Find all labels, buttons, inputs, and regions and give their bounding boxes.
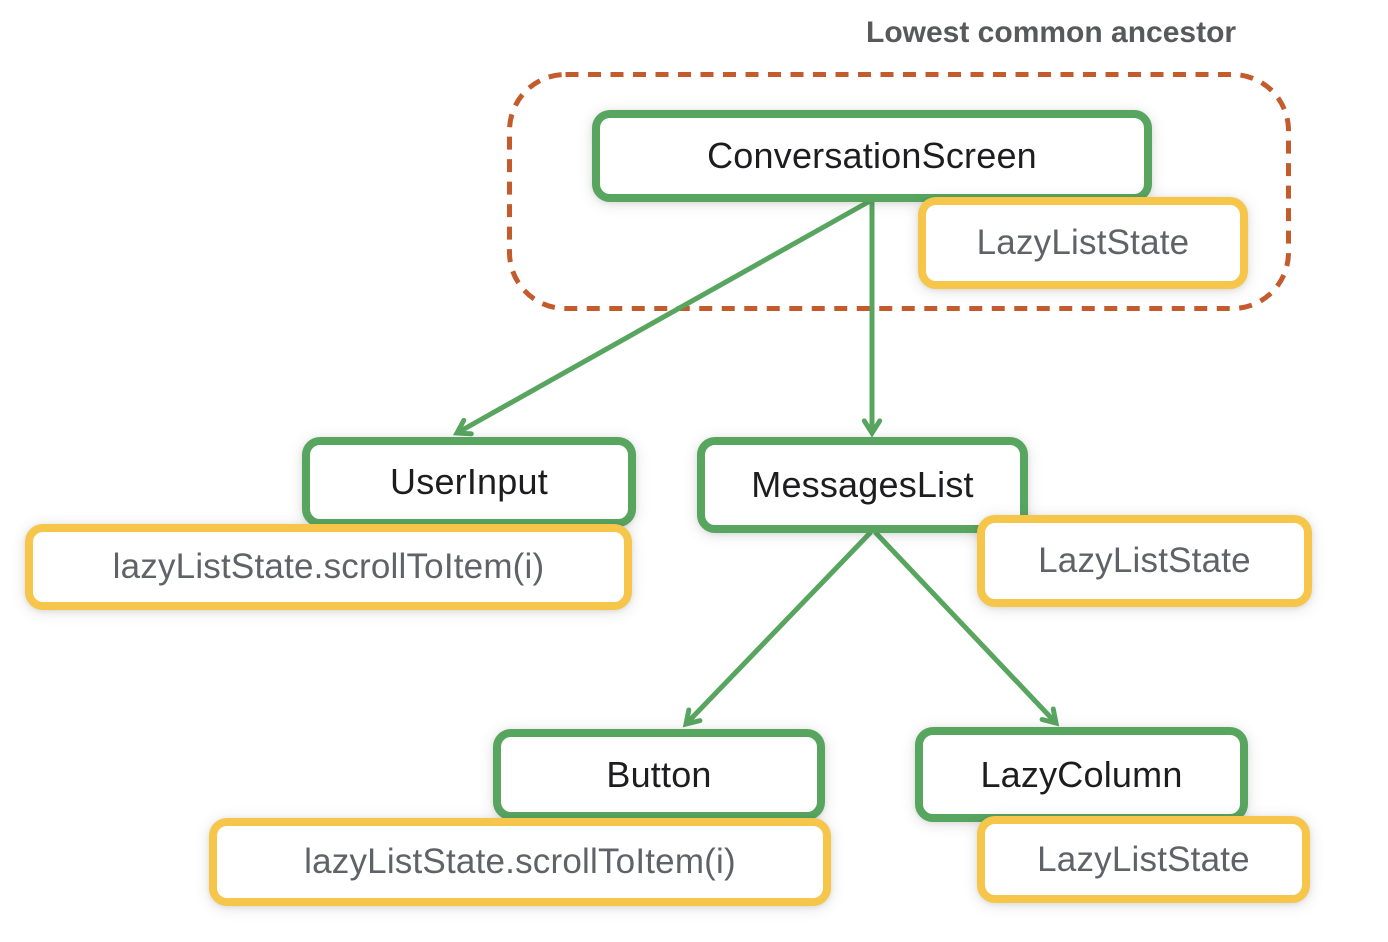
state-box-userinput-scrolltoitem: lazyListState.scrollToItem(i) bbox=[25, 524, 632, 610]
lowest-common-ancestor-label: Lowest common ancestor bbox=[866, 16, 1237, 49]
edge-messageslist-to-button bbox=[682, 530, 873, 728]
node-lazycolumn: LazyColumn bbox=[915, 727, 1248, 822]
node-conversationscreen-label: ConversationScreen bbox=[707, 135, 1037, 176]
state-label-lazycolumn-lazyliststate: LazyListState bbox=[1037, 839, 1250, 879]
node-button-label: Button bbox=[606, 753, 712, 795]
node-messageslist: MessagesList bbox=[697, 437, 1028, 533]
state-label-userinput-scrolltoitem: lazyListState.scrollToItem(i) bbox=[112, 547, 545, 586]
state-box-messageslist-lazyliststate: LazyListState bbox=[977, 515, 1312, 607]
node-conversationscreen: ConversationScreen bbox=[592, 110, 1152, 202]
lowest-common-ancestor-boundary bbox=[507, 72, 1291, 311]
state-label-conversationscreen-lazyliststate: LazyListState bbox=[976, 223, 1190, 262]
state-box-lazycolumn-lazyliststate: LazyListState bbox=[977, 816, 1310, 903]
node-userinput: UserInput bbox=[302, 437, 636, 527]
edge-conversationscreen-to-userinput bbox=[452, 198, 872, 437]
node-button: Button bbox=[493, 729, 825, 820]
state-label-messageslist-lazyliststate: LazyListState bbox=[1038, 541, 1251, 580]
state-label-button-scrolltoitem: lazyListState.scrollToItem(i) bbox=[304, 842, 736, 881]
node-lazycolumn-label: LazyColumn bbox=[980, 753, 1183, 795]
state-box-conversationscreen-lazyliststate: LazyListState bbox=[918, 197, 1248, 289]
node-messageslist-label: MessagesList bbox=[751, 464, 974, 505]
edge-messageslist-to-lazycolumn bbox=[873, 530, 1060, 727]
state-box-button-scrolltoitem: lazyListState.scrollToItem(i) bbox=[209, 818, 831, 906]
node-userinput-label: UserInput bbox=[390, 461, 548, 502]
